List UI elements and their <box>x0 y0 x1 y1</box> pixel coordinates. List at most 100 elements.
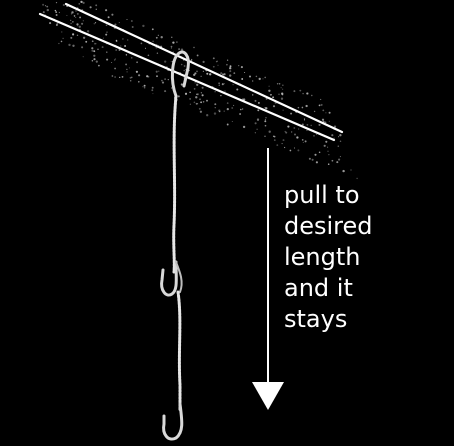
speckle-dot <box>226 123 229 126</box>
speckle-dot <box>160 36 163 39</box>
speckle-dot <box>327 146 329 148</box>
speckle-dot <box>197 103 199 105</box>
speckle-dot <box>189 98 191 100</box>
speckle-dot <box>311 94 313 97</box>
speckle-dot <box>222 73 224 76</box>
speckle-dot <box>238 65 240 67</box>
speckle-dot <box>252 80 254 82</box>
speckle-dot <box>270 94 272 96</box>
speckle-dot <box>60 40 63 43</box>
speckle-dot <box>318 151 321 154</box>
speckle-dot <box>337 145 340 147</box>
speckle-dot <box>81 46 84 49</box>
speckle-dot <box>272 105 276 108</box>
speckle-dot <box>338 136 340 138</box>
instruction-caption: pull to desired length and it stays <box>284 180 444 335</box>
speckle-dot <box>49 22 52 25</box>
speckle-dot <box>180 48 184 51</box>
speckle-dot <box>78 3 80 5</box>
caption-line-4: and it <box>284 274 353 302</box>
speckle-dot <box>339 134 342 137</box>
speckle-dot <box>320 98 322 100</box>
speckle-dot <box>136 61 138 64</box>
speckle-dot <box>195 96 198 99</box>
speckle-dot <box>54 9 57 12</box>
speckle-dot <box>105 24 108 26</box>
speckle-dot <box>111 75 114 77</box>
speckle-dot <box>278 93 280 95</box>
speckle-dot <box>46 5 49 8</box>
speckle-dot <box>324 121 327 124</box>
speckle-dot <box>82 56 84 58</box>
speckle-dot <box>172 41 175 44</box>
speckle-dot <box>61 31 63 33</box>
speckle-dot <box>221 83 224 86</box>
speckle-dot <box>281 143 283 145</box>
speckle-dot <box>252 94 254 96</box>
speckle-dot <box>229 70 232 73</box>
speckle-dot <box>138 74 141 77</box>
speckle-dot <box>301 123 304 126</box>
speckle-dot <box>46 8 49 12</box>
speckle-dot <box>180 63 183 66</box>
speckle-dot <box>164 60 167 63</box>
speckle-dot <box>170 61 172 63</box>
speckle-dot <box>93 23 95 25</box>
speckle-dot <box>115 40 118 42</box>
speckle-dot <box>233 104 235 107</box>
speckle-dot <box>151 86 154 89</box>
speckle-dot <box>118 49 121 51</box>
speckle-dot <box>70 19 72 22</box>
speckle-dot <box>78 25 81 28</box>
speckle-dot <box>138 81 140 83</box>
speckle-dot <box>305 104 308 108</box>
speckle-dot <box>323 144 326 147</box>
speckle-dot <box>91 47 94 50</box>
speckle-dot <box>80 0 83 4</box>
speckle-dot <box>194 72 197 75</box>
speckle-dot <box>105 9 108 12</box>
speckle-dot <box>143 86 146 89</box>
speckle-dot <box>115 49 118 51</box>
chain-upper <box>172 94 178 274</box>
speckle-dot <box>289 149 292 152</box>
speckle-dot <box>241 78 244 80</box>
speckle-dot <box>302 92 304 95</box>
speckle-dot <box>240 108 242 111</box>
speckle-dot <box>95 43 97 45</box>
speckle-dot <box>58 42 60 45</box>
j-hook-icon <box>162 402 184 441</box>
speckle-dot <box>55 11 58 13</box>
speckle-dot <box>142 86 144 88</box>
speckle-dot <box>240 66 243 69</box>
speckle-dot <box>244 71 246 74</box>
speckle-dot <box>257 101 260 104</box>
speckle-dot <box>191 60 193 61</box>
speckle-dot <box>321 118 325 121</box>
speckle-dot <box>152 93 154 95</box>
speckle-dot <box>161 81 165 84</box>
speckle-dot <box>156 52 159 54</box>
speckle-dot <box>206 99 208 102</box>
speckle-dot <box>143 84 146 87</box>
speckle-dot <box>128 67 130 69</box>
speckle-dot <box>183 69 185 72</box>
speckle-dot <box>199 98 201 101</box>
speckle-dot <box>91 49 94 52</box>
speckle-dot <box>255 75 258 78</box>
speckle-dot <box>58 11 61 14</box>
speckle-dot <box>95 4 98 7</box>
speckle-dot <box>72 33 75 36</box>
speckle-dot <box>199 110 203 113</box>
speckle-dot <box>310 124 312 127</box>
speckle-dot <box>131 20 133 22</box>
speckle-dot <box>264 76 267 79</box>
speckle-dot <box>119 76 121 79</box>
speckle-dot <box>328 120 330 122</box>
speckle-dot <box>89 6 92 9</box>
speckle-dot <box>294 133 296 136</box>
speckle-dot <box>306 129 308 132</box>
speckle-dot <box>156 75 158 78</box>
speckle-dot <box>264 120 267 123</box>
speckle-dot <box>318 104 321 107</box>
